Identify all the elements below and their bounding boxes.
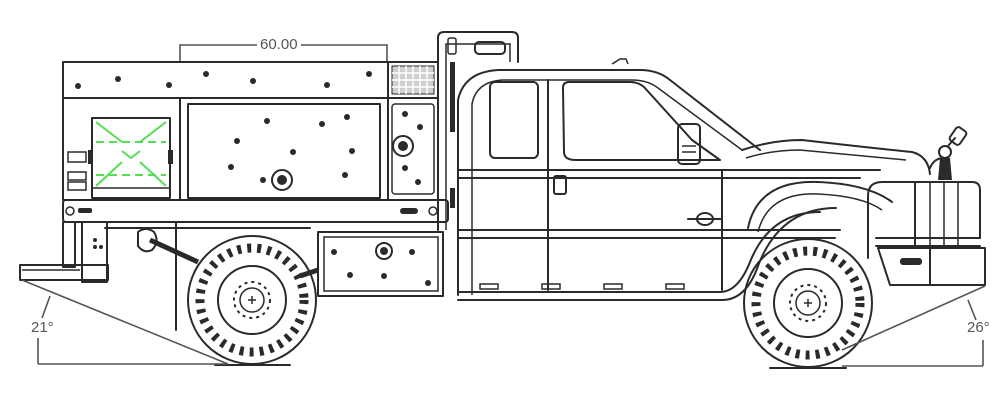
lower-compartment [299, 231, 444, 297]
running-board [62, 199, 449, 229]
rear-body [62, 61, 439, 201]
rear-departure-angle-lines [21, 279, 229, 365]
rocker-vents [479, 283, 685, 290]
hood-and-front [741, 139, 986, 286]
rear-angle-label: 21° [28, 320, 57, 336]
front-wheel [743, 238, 873, 369]
headache-rack [437, 31, 519, 231]
nozzle-monitor-icon [929, 126, 968, 180]
fasteners [75, 71, 423, 185]
rear-wheel [187, 235, 317, 366]
top-length-label: 60.00 [257, 37, 301, 53]
front-angle-label: 26° [964, 320, 993, 336]
cab [457, 58, 881, 301]
front-approach-angle-lines [841, 285, 986, 367]
grille-vent [391, 65, 435, 95]
rear-step [19, 221, 200, 331]
